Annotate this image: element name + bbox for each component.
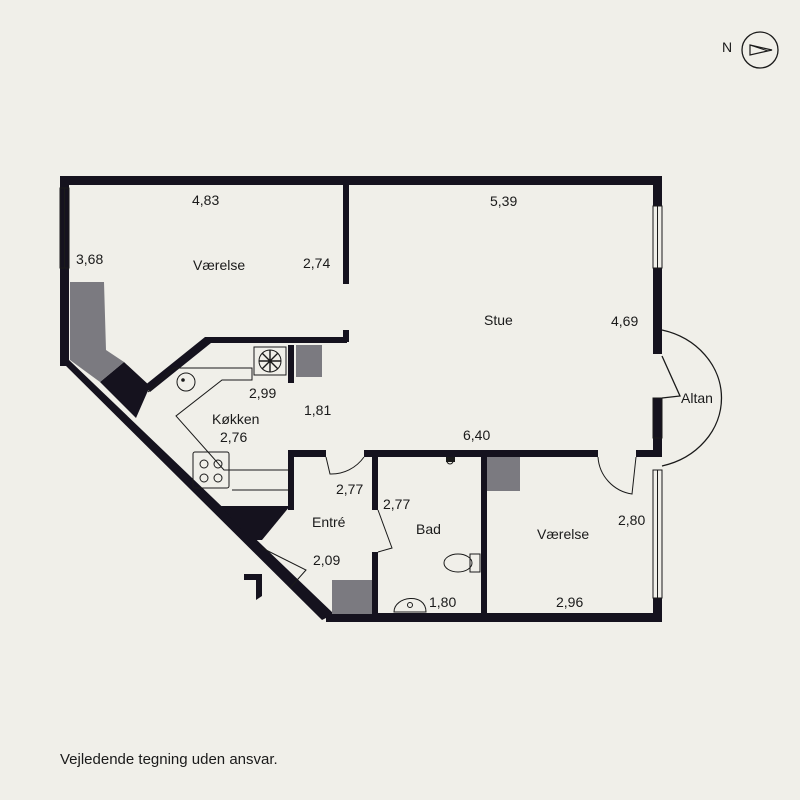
- walls: [60, 176, 662, 622]
- window-right-mid: [652, 397, 663, 439]
- room-label-vaerelse-2: Værelse: [537, 526, 589, 542]
- shower-icon: [446, 457, 455, 465]
- wall-bottom: [326, 613, 662, 622]
- fan-icon: [253, 346, 287, 376]
- room-label-stue: Stue: [484, 312, 513, 328]
- dim-entre-bottom: 2,09: [313, 552, 340, 568]
- wardrobe-vaerelse-2: [487, 457, 520, 491]
- dim-vaerelse1-depth: 3,68: [76, 251, 103, 267]
- wall-partition-top: [343, 184, 349, 284]
- wall-kitchen-top: [205, 337, 347, 343]
- dim-koekken-width: 2,76: [220, 429, 247, 445]
- dim-koekken-top: 2,99: [249, 385, 276, 401]
- wall-entre-top-left: [288, 450, 326, 457]
- fixtures: [70, 282, 520, 614]
- dim-bad-width: 1,80: [429, 594, 456, 610]
- wall-diagonal: [60, 360, 334, 620]
- wall-right-bottom: [653, 598, 662, 622]
- dim-bad-depth: 2,77: [383, 496, 410, 512]
- wall-entre-left: [288, 450, 294, 510]
- compass-letter: N: [722, 39, 732, 55]
- wall-kitchen-stub: [288, 345, 294, 383]
- wall-left: [60, 176, 69, 366]
- dim-stue-depth: 4,69: [611, 313, 638, 329]
- wall-kitchen-diagonal: [144, 337, 211, 392]
- wall-bad-right: [481, 450, 487, 622]
- dimension-labels: 4,83 3,68 2,74 5,39 4,69 6,40 2,99 1,81 …: [76, 192, 645, 610]
- wall-bad-left-lower: [372, 552, 378, 622]
- doors: [261, 456, 637, 589]
- disclaimer: Vejledende tegning uden ansvar.: [60, 751, 278, 768]
- dim-entre-top: 2,77: [336, 481, 363, 497]
- room-label-koekken: Køkken: [212, 411, 259, 427]
- column-left: [100, 362, 150, 418]
- dim-stue-lower: 6,40: [463, 427, 490, 443]
- washbasin-icon: [393, 598, 427, 613]
- wall-right-mid: [653, 268, 662, 354]
- wall-right-upper: [653, 176, 662, 206]
- toilet-icon: [443, 553, 481, 573]
- cabinet-entre: [332, 580, 372, 614]
- dim-vaerelse1-inner: 2,74: [303, 255, 330, 271]
- dim-stue-width: 5,39: [490, 193, 517, 209]
- room-label-entre: Entré: [312, 514, 346, 530]
- balcony: [661, 329, 723, 467]
- door-bad: [377, 509, 393, 553]
- room-label-vaerelse-1: Værelse: [193, 257, 245, 273]
- wall-bad-left-upper: [372, 450, 378, 510]
- dim-vaerelse1-width: 4,83: [192, 192, 219, 208]
- fridge-block: [296, 345, 322, 377]
- door-front: [261, 547, 307, 589]
- column-entre: [221, 506, 290, 540]
- wardrobe-left: [70, 282, 124, 382]
- wall-partition-stub: [343, 330, 349, 342]
- balcony-door-swing: [661, 355, 681, 399]
- compass-icon: [741, 31, 779, 69]
- door-entre: [325, 456, 365, 475]
- dim-vaerelse2-width: 2,96: [556, 594, 583, 610]
- wall-right-lower: [653, 398, 662, 454]
- windows: [59, 187, 663, 599]
- sink-icon: [176, 372, 196, 392]
- wall-mid-right: [636, 450, 662, 457]
- door-vaerelse: [597, 456, 637, 495]
- room-label-bad: Bad: [416, 521, 441, 537]
- hob-icon: [192, 451, 230, 489]
- wall-top: [60, 176, 662, 185]
- dim-vaerelse2-depth: 2,80: [618, 512, 645, 528]
- room-labels: Værelse Stue Køkken Altan Entré Bad Være…: [193, 257, 713, 542]
- entrance-arrow-icon: [244, 574, 262, 600]
- balcony-outline: [661, 329, 723, 467]
- room-label-altan: Altan: [681, 390, 713, 406]
- compass: N: [722, 31, 779, 69]
- dim-koekken-side: 1,81: [304, 402, 331, 418]
